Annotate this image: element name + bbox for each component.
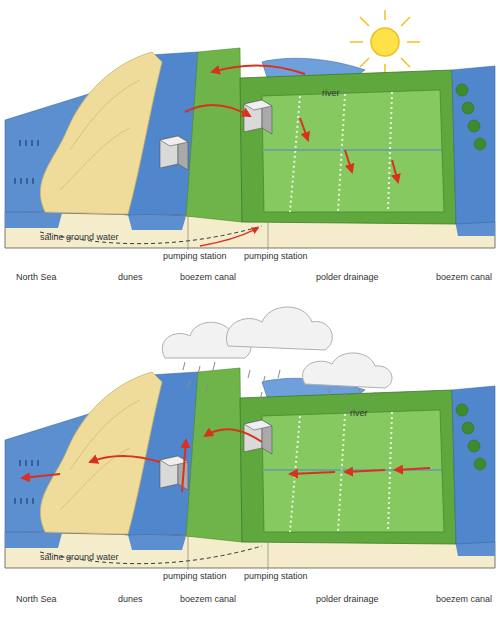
region-label: pumping station [244,571,308,582]
region-label: dunes [118,594,143,605]
flow-arrows [185,65,398,182]
region-label: saline ground water [40,552,119,563]
rain-clouds [162,307,392,414]
region-label: polder drainage [316,272,379,283]
polder-scene [5,48,495,250]
region-label: boezem canal [436,272,492,283]
region-label: polder drainage [316,594,379,605]
region-label: river [322,88,340,99]
region-label: pumping station [163,571,227,582]
region-label: dunes [118,272,143,283]
region-label: boezem canal [436,594,492,605]
region-label: boezem canal [180,594,236,605]
region-label: boezem canal [180,272,236,283]
region-label: saline ground water [40,232,119,243]
region-label: North Sea [16,594,57,605]
region-label: river [350,408,368,419]
flow-arrows [22,429,430,492]
region-label: pumping station [244,251,308,262]
polder-scene [5,368,495,570]
region-label: pumping station [163,251,227,262]
sun [350,10,420,74]
region-label: North Sea [16,272,57,283]
